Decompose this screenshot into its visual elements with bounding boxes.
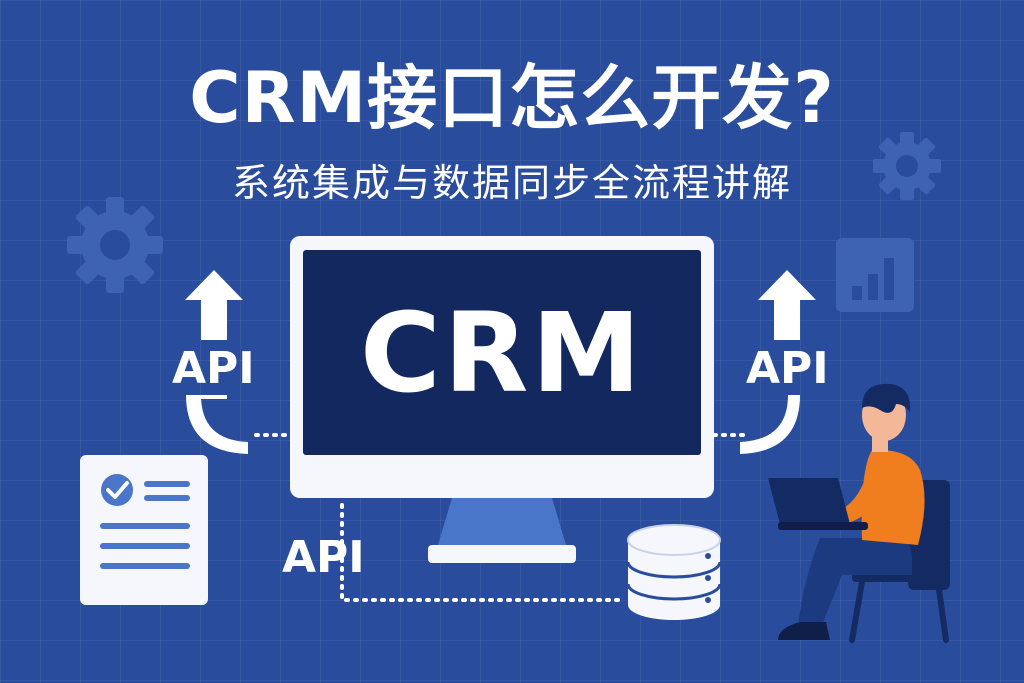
monitor-screen-label: CRM <box>360 288 644 417</box>
gear-icon <box>67 197 163 293</box>
document-checklist-icon <box>80 455 208 605</box>
api-label-right: API <box>746 343 829 394</box>
page-title: CRM接口怎么开发? <box>189 57 835 139</box>
monitor <box>290 236 714 563</box>
page-subtitle: 系统集成与数据同步全流程讲解 <box>231 161 792 205</box>
connector-bottom <box>340 503 620 602</box>
database-icon <box>626 524 722 620</box>
person-with-laptop <box>768 383 950 643</box>
api-label-left: API <box>172 343 255 394</box>
bar-chart-icon <box>836 238 914 312</box>
api-label-bottom: API <box>282 532 365 583</box>
gear-icon <box>873 132 941 200</box>
arrow-up-icon <box>185 270 248 454</box>
arrow-up-icon <box>740 270 816 454</box>
